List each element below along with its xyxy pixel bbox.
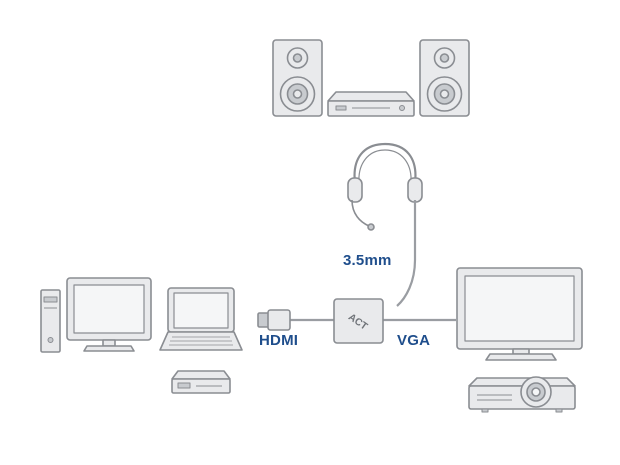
speaker-left-icon (272, 39, 323, 117)
audio-receiver-icon (327, 91, 415, 117)
hdmi-plug-icon (257, 309, 291, 331)
hdmi-label: HDMI (259, 332, 299, 349)
laptop-icon (159, 287, 243, 351)
desktop-tower-icon (40, 289, 61, 353)
adapter-icon (333, 298, 384, 344)
vga-label: VGA (397, 332, 431, 349)
audio-cable (396, 200, 417, 307)
media-player-icon (171, 370, 231, 394)
projector-icon (468, 376, 576, 413)
speaker-right-icon (419, 39, 470, 117)
audio-jack-label: 3.5mm (343, 252, 392, 269)
desktop-monitor-icon (66, 277, 152, 352)
headset-icon (347, 142, 423, 231)
monitor-icon (456, 267, 583, 361)
cables (289, 200, 456, 322)
